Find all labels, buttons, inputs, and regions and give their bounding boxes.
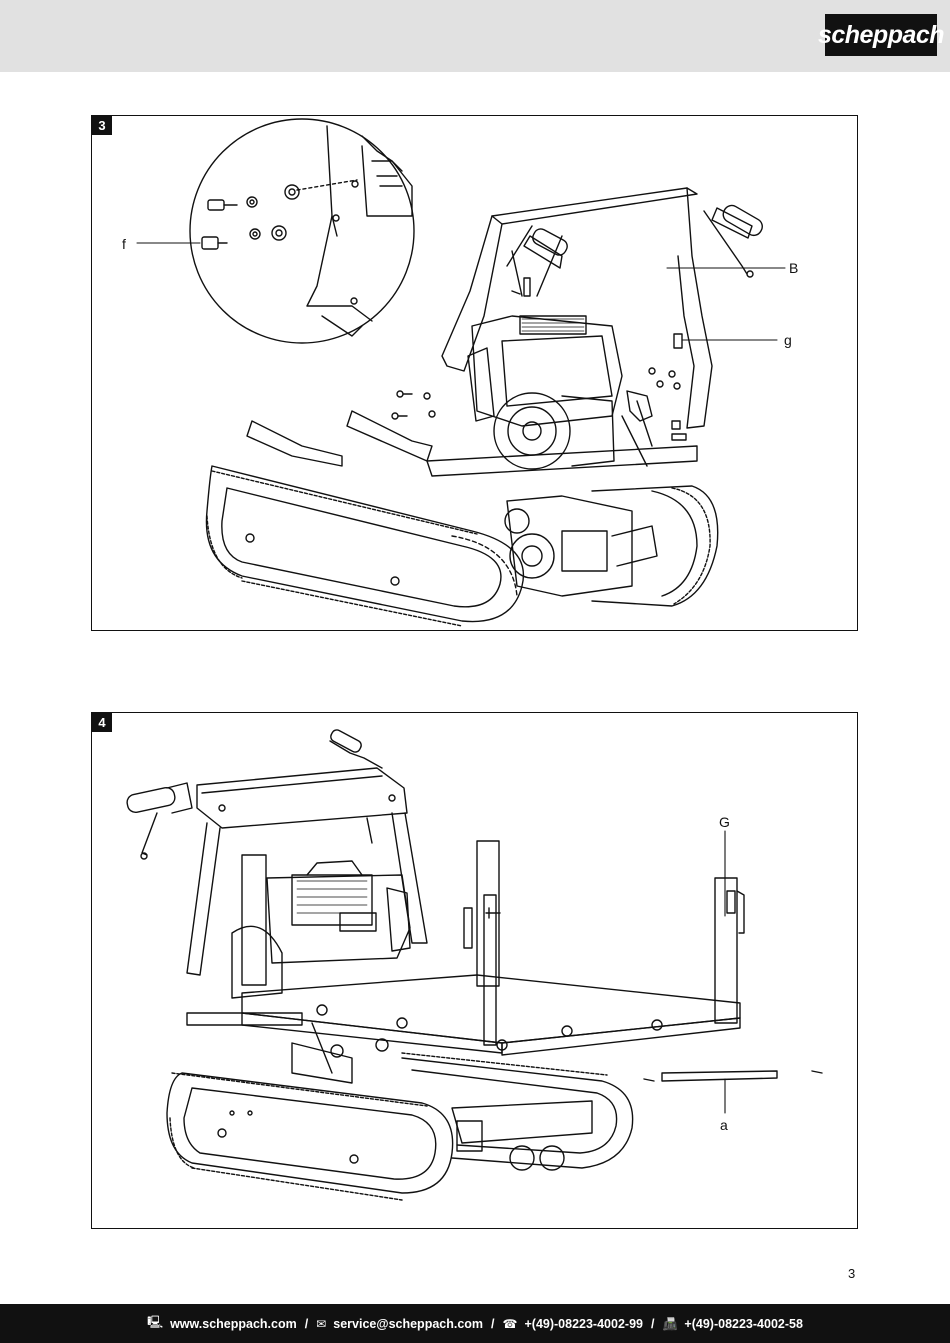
footer-separator: / — [650, 1316, 655, 1331]
label-g: g — [784, 332, 792, 348]
footer-phone: +(49)-08223-4002-99 — [524, 1316, 643, 1331]
phone-icon: ☎ — [502, 1316, 518, 1331]
scheppach-logo: scheppach — [818, 14, 945, 56]
figure-4: 4 — [91, 712, 858, 1229]
footer-separator: / — [304, 1316, 309, 1331]
figure-3: 3 — [91, 115, 858, 631]
footer-separator: / — [491, 1316, 495, 1331]
label-G: G — [719, 814, 730, 830]
label-B: B — [789, 260, 798, 276]
figure-4-drawing: G a — [126, 729, 823, 1201]
detail-circle — [189, 118, 415, 344]
figure-number: 3 — [92, 116, 112, 135]
footer-bar: 🖳 www.scheppach.com / ✉ service@scheppac… — [0, 1304, 950, 1343]
mail-icon: ✉ — [316, 1316, 327, 1331]
figure-number: 4 — [92, 713, 112, 732]
label-f: f — [122, 236, 126, 252]
fax-icon: 📠 — [662, 1316, 678, 1331]
header-bar: scheppach — [0, 0, 950, 72]
footer-fax: +(49)-08223-4002-58 — [684, 1316, 803, 1331]
page-number: 3 — [848, 1266, 856, 1281]
monitor-icon: 🖳 — [147, 1315, 164, 1329]
footer-email[interactable]: service@scheppach.com — [333, 1316, 484, 1331]
figure-3-drawing: f B g — [122, 118, 798, 627]
footer-web[interactable]: www.scheppach.com — [170, 1316, 297, 1331]
label-a: a — [720, 1117, 728, 1133]
